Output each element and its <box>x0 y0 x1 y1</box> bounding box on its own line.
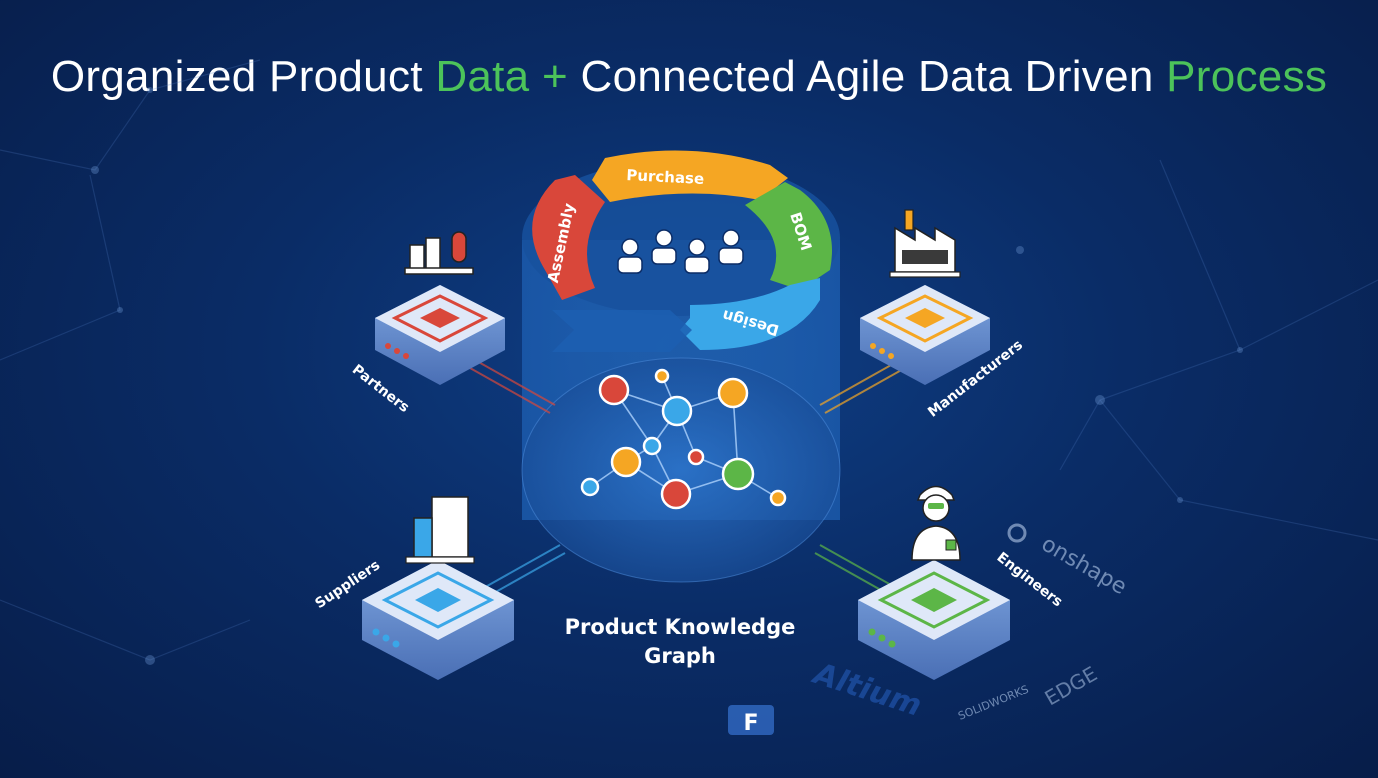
bom-arrow <box>745 182 832 290</box>
graph-caption-line-2: Graph <box>644 644 716 668</box>
onshape-mark-icon <box>1007 523 1027 543</box>
graph-node <box>660 478 692 510</box>
graph-node <box>721 457 755 491</box>
graph-caption-line-1: Product Knowledge <box>565 615 796 639</box>
graph-node <box>642 436 662 456</box>
station-manufacturers <box>860 285 990 385</box>
background-network <box>0 59 1378 661</box>
graph-node <box>610 446 642 478</box>
solidworks-logo: SOLIDWORKS <box>956 683 1030 723</box>
station-engineers <box>858 560 1010 680</box>
station-suppliers <box>362 560 514 680</box>
page-title: Organized Product Data + Connected Agile… <box>0 52 1378 102</box>
graph-nodes <box>580 368 787 510</box>
graph-node <box>769 489 787 507</box>
graph-node <box>687 448 705 466</box>
background-dots <box>91 87 1243 665</box>
title-accent-data: Data <box>435 52 530 101</box>
factory-icon <box>889 209 961 278</box>
team-icon <box>617 229 744 274</box>
factory-plant-icon <box>404 231 474 275</box>
partners-label: Partners <box>349 362 412 416</box>
process-cycle: Purchase Assembly BOM Design <box>532 150 832 352</box>
engineer-icon <box>911 485 961 561</box>
graph-node <box>580 477 600 497</box>
fusion-logo-icon <box>728 705 774 735</box>
design-arrow <box>680 278 820 350</box>
title-accent-process: Process <box>1166 52 1328 101</box>
title-plus: + <box>529 52 581 101</box>
graph-node <box>598 374 630 406</box>
fusion-logo-letter: F <box>743 711 758 736</box>
edge-logo: EDGE <box>1041 661 1102 710</box>
purchase-label: Purchase <box>626 166 705 188</box>
station-partners <box>375 285 505 385</box>
assembly-arrow <box>532 175 605 300</box>
title-part-1: Organized Product <box>50 52 436 101</box>
graph-node <box>661 395 693 427</box>
office-building-icon <box>405 496 475 564</box>
title-part-2: Connected Agile Data Driven <box>580 52 1167 101</box>
graph-node <box>717 377 749 409</box>
purchase-arrow <box>592 150 788 202</box>
design-entry-arrow <box>552 310 692 352</box>
graph-node <box>654 368 670 384</box>
